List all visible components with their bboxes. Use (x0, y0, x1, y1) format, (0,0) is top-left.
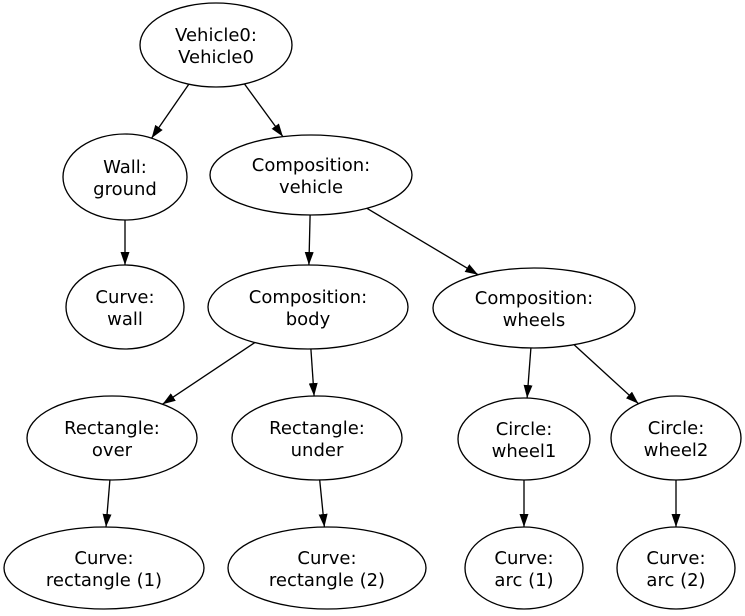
node-circle-wheel1-line2: wheel1 (492, 441, 557, 462)
node-curve-arc-2-shape (616, 526, 736, 610)
node-rectangle-under-line2: under (291, 440, 344, 461)
node-wall-ground-line2: ground (93, 179, 157, 200)
node-circle-wheel1-line1: Circle: (496, 419, 553, 440)
edge-layer (102, 83, 681, 528)
node-circle-wheel2-line2: wheel2 (644, 440, 709, 461)
node-curve-rectangle-2-line1: Curve: (297, 548, 356, 569)
node-rectangle-over-line1: Rectangle: (64, 418, 160, 439)
node-rectangle-under: Rectangle: under (231, 395, 403, 481)
node-curve-wall-line1: Curve: (95, 287, 154, 308)
node-circle-wheel2: Circle: wheel2 (610, 395, 742, 481)
node-vehicle0-line2: Vehicle0 (178, 47, 254, 68)
node-rectangle-under-line1: Rectangle: (269, 418, 365, 439)
node-rectangle-over-shape (26, 395, 198, 481)
node-composition-body-shape (207, 264, 409, 350)
node-curve-rectangle-2: Curve: rectangle (2) (227, 526, 427, 610)
node-composition-vehicle-line2: vehicle (279, 177, 343, 198)
edge-rectangle-under-to-curve-rectangle-2 (318, 479, 328, 528)
node-curve-arc-1: Curve: arc (1) (464, 526, 584, 610)
edge-composition-wheels-to-circle-wheel1 (523, 347, 533, 399)
node-curve-rectangle-1: Curve: rectangle (1) (3, 526, 205, 610)
edge-composition-vehicle-to-composition-body (304, 214, 314, 266)
edge-rectangle-over-to-curve-rectangle-1 (102, 479, 112, 528)
node-composition-vehicle: Composition: vehicle (209, 134, 413, 216)
node-curve-wall-line2: wall (107, 309, 143, 330)
edge-vehicle0-to-composition-vehicle (243, 83, 284, 137)
node-composition-body: Composition: body (207, 264, 409, 350)
node-composition-wheels-line1: Composition: (475, 288, 593, 309)
edge-vehicle0-to-wall-ground (151, 83, 190, 139)
node-composition-wheels: Composition: wheels (432, 267, 636, 349)
node-composition-body-line1: Composition: (249, 287, 367, 308)
node-circle-wheel1: Circle: wheel1 (457, 397, 591, 481)
node-composition-wheels-line2: wheels (503, 310, 566, 331)
node-curve-rectangle-1-line1: Curve: (74, 548, 133, 569)
edge-composition-body-to-rectangle-over (162, 342, 256, 405)
node-wall-ground: Wall: ground (62, 133, 188, 221)
node-curve-rectangle-2-line2: rectangle (2) (269, 570, 385, 591)
node-curve-wall: Curve: wall (65, 264, 185, 350)
node-composition-vehicle-shape (209, 134, 413, 216)
node-curve-arc-2-line2: arc (2) (646, 570, 705, 591)
edge-composition-vehicle-to-composition-wheels (366, 207, 479, 276)
node-curve-arc-1-line1: Curve: (494, 548, 553, 569)
node-curve-arc-1-shape (464, 526, 584, 610)
node-curve-arc-1-line2: arc (1) (494, 570, 553, 591)
node-wall-ground-line1: Wall: (103, 157, 147, 178)
node-wall-ground-shape (62, 133, 188, 221)
node-composition-wheels-shape (432, 267, 636, 349)
edge-composition-body-to-rectangle-under (308, 348, 318, 397)
node-curve-wall-shape (65, 264, 185, 350)
edge-composition-wheels-to-circle-wheel2 (573, 344, 639, 405)
node-curve-rectangle-1-shape (3, 526, 205, 610)
node-composition-vehicle-line1: Composition: (252, 155, 370, 176)
node-circle-wheel2-shape (610, 395, 742, 481)
node-circle-wheel2-line1: Circle: (648, 418, 705, 439)
node-curve-arc-2-line1: Curve: (646, 548, 705, 569)
node-curve-rectangle-1-line2: rectangle (1) (46, 570, 162, 591)
node-curve-arc-2: Curve: arc (2) (616, 526, 736, 610)
node-vehicle0-shape (139, 2, 293, 88)
node-circle-wheel1-shape (457, 397, 591, 481)
node-curve-rectangle-2-shape (227, 526, 427, 610)
node-vehicle0-line1: Vehicle0: (175, 25, 257, 46)
node-rectangle-over-line2: over (92, 440, 133, 461)
node-rectangle-under-shape (231, 395, 403, 481)
node-layer: Vehicle0: Vehicle0 Wall: ground Composit… (3, 2, 742, 610)
node-vehicle0: Vehicle0: Vehicle0 (139, 2, 293, 88)
node-rectangle-over: Rectangle: over (26, 395, 198, 481)
node-composition-body-line2: body (286, 309, 331, 330)
